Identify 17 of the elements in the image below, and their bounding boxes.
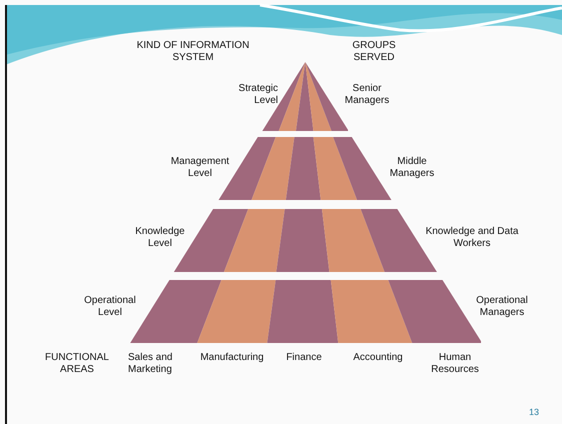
system-level-label: Knowledge Level bbox=[134, 226, 186, 250]
functional-area-label: Accounting bbox=[352, 352, 404, 364]
system-level-label: Management Level bbox=[170, 156, 230, 180]
group-label: Senior Managers bbox=[344, 83, 390, 107]
group-label: Operational Managers bbox=[475, 295, 529, 319]
column-heading: KIND OF INFORMATION SYSTEM bbox=[136, 40, 250, 64]
column-heading: GROUPS SERVED bbox=[351, 40, 397, 64]
system-level-label: Strategic Level bbox=[238, 83, 278, 107]
page-number: 13 bbox=[528, 406, 540, 418]
row-heading: FUNCTIONAL AREAS bbox=[44, 352, 110, 376]
group-label: Middle Managers bbox=[388, 156, 436, 180]
functional-area-label: Finance bbox=[285, 352, 323, 364]
functional-area-label: Human Resources bbox=[430, 352, 480, 376]
system-level-label: Operational Level bbox=[83, 295, 137, 319]
functional-area-label: Manufacturing bbox=[199, 352, 265, 364]
group-label: Knowledge and Data Workers bbox=[424, 226, 520, 250]
functional-area-label: Sales and Marketing bbox=[128, 352, 174, 376]
